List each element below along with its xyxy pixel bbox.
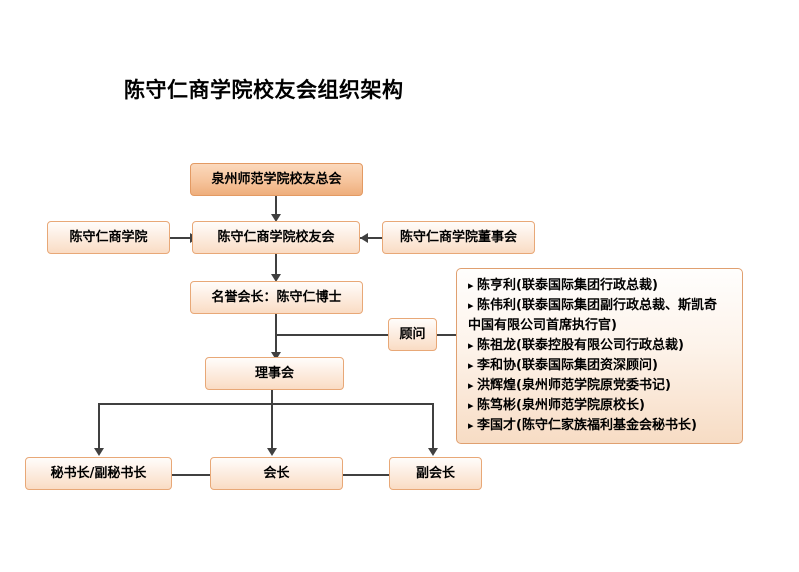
advisor-list-item: ▸李和协(联泰国际集团资深顾问)	[468, 356, 732, 376]
advisor-list-item: ▸陈伟利(联泰国际集团副行政总裁、斯凯奇	[468, 296, 732, 316]
node-label: 陈守仁商学院董事会	[399, 230, 517, 245]
connector-bus-to-secretary	[98, 403, 100, 451]
arrowhead-alumni-to-honorary	[271, 274, 281, 282]
triangle-bullet-icon: ▸	[468, 339, 474, 352]
advisor-name-and-title: 李国才(陈守仁家族福利基金会秘书长)	[477, 418, 697, 433]
advisor-name-and-title: 李和协(联泰国际集团资深顾问)	[477, 358, 658, 373]
page-title: 陈守仁商学院校友会组织架构	[124, 78, 404, 102]
advisor-name-and-title: 洪辉煌(泉州师范学院原党委书记)	[477, 378, 671, 393]
arrowhead-bus-to-vice-president	[428, 448, 438, 456]
advisor-name-and-title: 陈祖龙(联泰控股有限公司行政总裁)	[477, 338, 684, 353]
node-president[interactable]: 会长	[210, 457, 343, 490]
advisor-list-item: ▸李国才(陈守仁家族福利基金会秘书长)	[468, 416, 732, 436]
node-business-school-alumni-association[interactable]: 陈守仁商学院校友会	[192, 221, 360, 254]
node-vice-president[interactable]: 副会长	[389, 457, 482, 490]
advisor-name-and-title: 中国有限公司首席执行官)	[468, 318, 617, 333]
node-label: 陈守仁商学院	[69, 230, 148, 245]
connector-bottom-bus	[98, 403, 434, 405]
connector-alumni-to-honorary	[275, 254, 277, 278]
triangle-bullet-icon: ▸	[468, 399, 474, 412]
node-label: 理事会	[254, 366, 294, 381]
connector-root-to-alumni	[275, 196, 277, 218]
arrowhead-bus-to-president	[267, 448, 277, 456]
advisor-list: ▸陈亨利(联泰国际集团行政总裁)▸陈伟利(联泰国际集团副行政总裁、斯凯奇中国有限…	[468, 276, 732, 436]
advisor-name-and-title: 陈亨利(联泰国际集团行政总裁)	[477, 278, 658, 293]
node-council[interactable]: 理事会	[205, 357, 344, 390]
node-label: 陈守仁商学院校友会	[217, 230, 335, 245]
advisor-list-item: ▸陈亨利(联泰国际集团行政总裁)	[468, 276, 732, 296]
triangle-bullet-icon: ▸	[468, 379, 474, 392]
node-honorary-president[interactable]: 名誉会长：陈守仁博士	[190, 281, 363, 314]
node-advisor[interactable]: 顾问	[388, 318, 437, 351]
advisor-list-item: ▸陈祖龙(联泰控股有限公司行政总裁)	[468, 336, 732, 356]
arrowhead-bus-to-secretary	[94, 448, 104, 456]
triangle-bullet-icon: ▸	[468, 279, 474, 292]
connector-secretary-to-president	[172, 474, 210, 476]
triangle-bullet-icon: ▸	[468, 419, 474, 432]
node-secretary-general[interactable]: 秘书长/副秘书长	[25, 457, 172, 490]
connector-trunk-to-advisor	[275, 334, 388, 336]
advisor-list-panel: ▸陈亨利(联泰国际集团行政总裁)▸陈伟利(联泰国际集团副行政总裁、斯凯奇中国有限…	[456, 268, 743, 444]
advisor-name-and-title: 陈伟利(联泰国际集团副行政总裁、斯凯奇	[477, 298, 717, 313]
connector-president-to-vice-president	[343, 474, 389, 476]
connector-advisor-to-panel	[437, 334, 457, 336]
node-root-alumni-federation[interactable]: 泉州师范学院校友总会	[190, 163, 363, 196]
node-label: 名誉会长：陈守仁博士	[211, 290, 342, 305]
arrowhead-honorary-to-council	[271, 352, 281, 360]
node-business-school-board[interactable]: 陈守仁商学院董事会	[382, 221, 535, 254]
advisor-name-and-title: 陈笃彬(泉州师范学院原校长)	[477, 398, 645, 413]
connector-bus-to-president	[271, 403, 273, 451]
connector-board-to-alumni	[360, 237, 382, 239]
node-label: 顾问	[399, 327, 426, 342]
triangle-bullet-icon: ▸	[468, 359, 474, 372]
connector-school-to-alumni	[170, 237, 192, 239]
node-business-school[interactable]: 陈守仁商学院	[47, 221, 170, 254]
node-label: 泉州师范学院校友总会	[211, 172, 342, 187]
advisor-list-item: ▸洪辉煌(泉州师范学院原党委书记)	[468, 376, 732, 396]
arrowhead-board-to-alumni	[360, 233, 368, 243]
node-label: 会长	[263, 466, 290, 481]
arrowhead-root-to-alumni	[271, 214, 281, 222]
triangle-bullet-icon: ▸	[468, 299, 474, 312]
connector-bus-to-vice-president	[432, 403, 434, 451]
node-label: 副会长	[415, 466, 455, 481]
advisor-list-item: 中国有限公司首席执行官)	[468, 316, 732, 336]
connector-council-to-bus	[271, 390, 273, 404]
node-label: 秘书长/副秘书长	[50, 466, 147, 481]
advisor-list-item: ▸陈笃彬(泉州师范学院原校长)	[468, 396, 732, 416]
